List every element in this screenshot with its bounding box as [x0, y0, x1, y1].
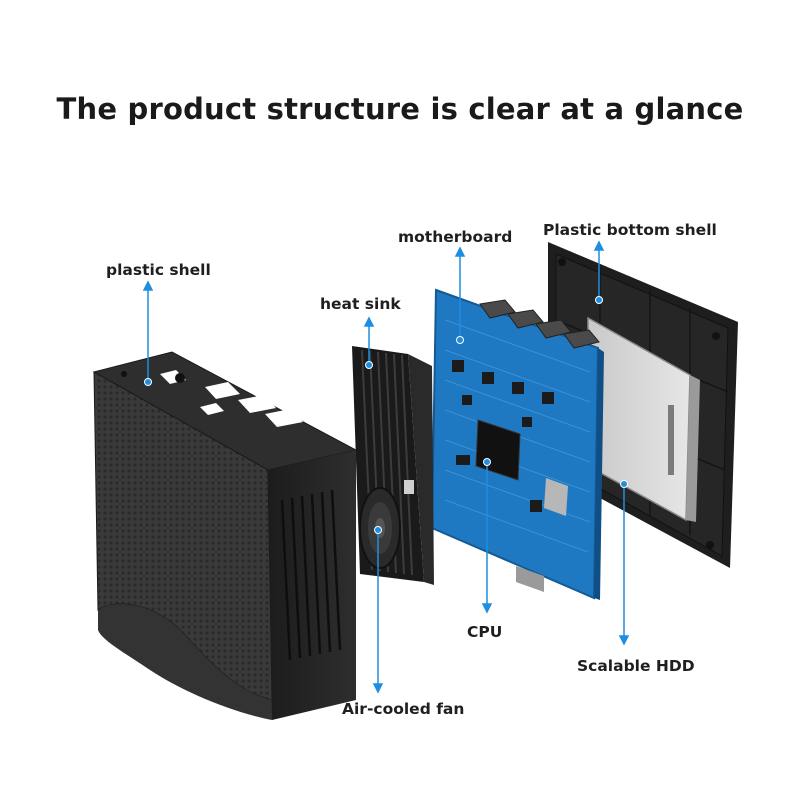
label-air-cooled-fan: Air-cooled fan: [342, 700, 465, 718]
label-scalable-hdd: Scalable HDD: [577, 657, 695, 675]
motherboard-part: [430, 288, 604, 600]
plastic-shell-part: [92, 351, 358, 720]
hdd-part: [587, 316, 700, 522]
label-motherboard: motherboard: [398, 228, 513, 246]
label-plastic-shell: plastic shell: [106, 261, 211, 279]
label-plastic-bottom-shell: Plastic bottom shell: [543, 221, 717, 239]
callout-lines: [142, 240, 630, 694]
page-title: The product structure is clear at a glan…: [56, 92, 744, 126]
label-cpu: CPU: [467, 623, 503, 641]
label-heat-sink: heat sink: [320, 295, 401, 313]
